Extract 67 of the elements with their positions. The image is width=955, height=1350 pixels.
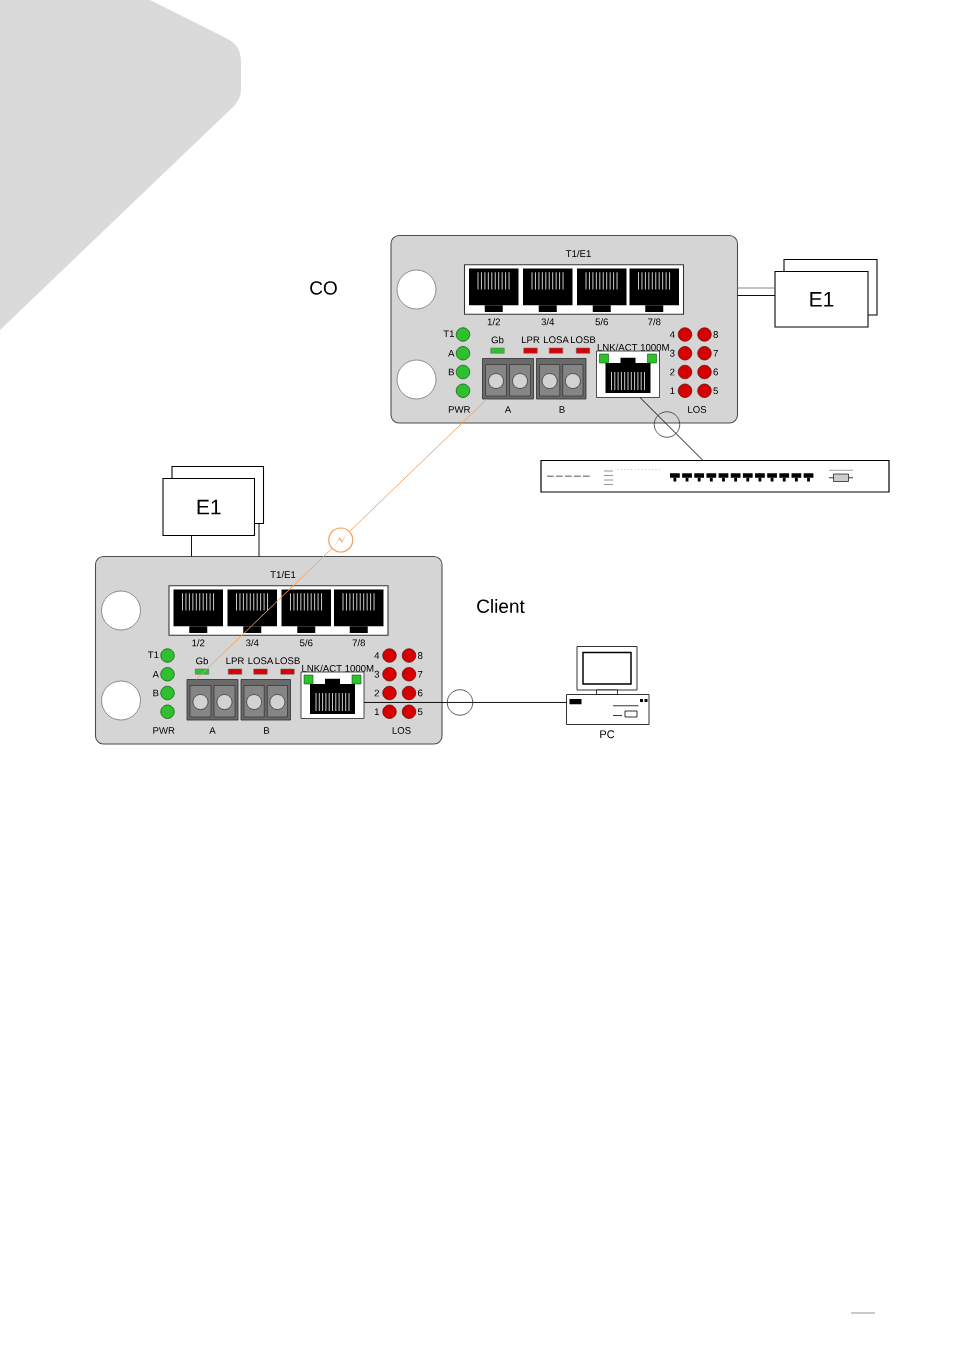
fiber-connector [536,358,587,400]
ethernet-port [300,671,365,719]
panel-label: LOS [688,406,707,413]
panel-label: 7 [418,670,423,678]
panel-label: 5/6 [595,318,608,326]
device-box: E1 [162,465,265,537]
panel-label: 5 [713,387,718,395]
panel-label: 3 [670,349,675,357]
panel-label: 2 [374,689,379,697]
panel-label: 6 [713,368,718,376]
panel-label: 2 [670,368,675,376]
panel-label: 6 [418,689,423,697]
panel-label: LPR [521,336,540,344]
panel-label: B [559,406,565,413]
panel-label: T1 [443,330,454,338]
panel-label: 8 [417,652,423,659]
panel-label: 1/2 [192,639,205,647]
panel-label: T1/E1 [565,250,591,257]
panel-label: 3/4 [541,318,555,326]
panel-label: 1 [374,708,379,716]
panel-label: PWR [448,406,470,413]
panel-label: A [448,349,455,357]
network-switch [540,459,890,493]
panel-label: 3 [374,670,380,678]
panel-label: B [153,689,159,697]
panel-label: Gb [491,336,504,344]
panel-label: LOSB [275,657,300,665]
panel-label: 1 [670,387,675,395]
panel-label: LNK/ACT 1000M [302,664,374,672]
panel-label: LOSB [571,336,596,344]
panel-label: Gb [196,657,208,665]
panel-label: 3/4 [245,639,259,647]
fiber-connector [482,358,534,400]
panel-label: A [209,727,216,734]
panel-label: 7/8 [352,639,365,647]
panel-label: T1 [148,651,159,659]
panel-label: 4 [669,331,675,338]
panel-label: LNK/ACT 1000M [597,343,669,351]
panel-label: 5/6 [299,639,313,647]
device-caption: Client [477,599,525,613]
panel-label: A [504,406,512,413]
fiber-connector [240,679,291,721]
device-caption: PC [600,730,615,739]
cable-line [639,397,704,461]
panel-label: T1/E1 [270,571,296,579]
fiber-connector [186,679,239,721]
panel-label: B [448,368,454,376]
cable-line [737,295,776,296]
panel-label: LOSA [544,336,569,344]
panel-label: LOSA [248,657,274,665]
panel-label: A [152,670,159,678]
panel-label: 7/8 [648,318,661,326]
device-box: E1 [774,258,878,328]
device-caption: CO [310,281,337,295]
panel-label: LOS [392,727,411,734]
panel-label: 7 [713,349,718,357]
ethernet-port [596,350,660,398]
cable-line [191,535,192,557]
panel-label: B [264,727,270,734]
cable-line [195,398,488,680]
panel-label: LPR [226,657,244,665]
panel-label: PWR [153,727,175,734]
cable-line [737,287,776,289]
panel-label: 1/2 [487,318,500,326]
panel-label: 5 [417,708,423,716]
panel-label: 8 [713,331,718,338]
panel-label: 4 [374,652,380,659]
